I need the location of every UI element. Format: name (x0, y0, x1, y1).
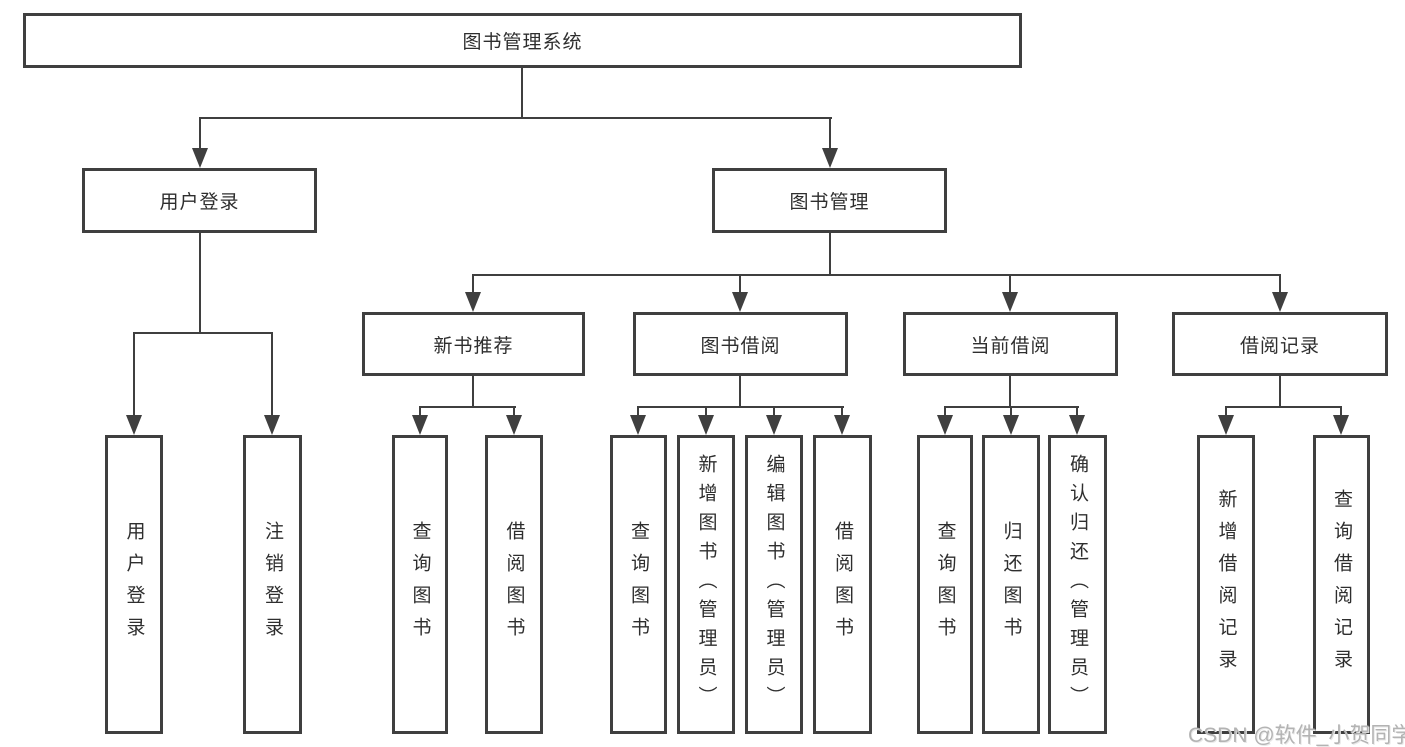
connector-arrow-stem (944, 406, 946, 416)
leaf-borrow-edit: 编辑图书（管理员） (745, 435, 803, 734)
arrow-down-icon (1218, 415, 1234, 435)
arrow-down-icon (1003, 415, 1019, 435)
node-new-books-label: 新书推荐 (433, 335, 514, 357)
arrow-down-icon (630, 415, 646, 435)
leaf-current-confirm-label: 确认归还（管理员） (1067, 454, 1088, 715)
node-root-label: 图书管理系统 (462, 32, 583, 53)
node-book-mgmt: 图书管理 (712, 168, 947, 233)
connector-borrow-records-drop (1279, 376, 1281, 408)
node-borrow-records: 借阅记录 (1172, 312, 1388, 376)
node-new-books: 新书推荐 (362, 312, 585, 376)
leaf-newbooks-query-label: 查询图书 (409, 520, 431, 649)
leaf-user-login-label: 用户登录 (123, 520, 145, 649)
node-current-borrow-label: 当前借阅 (970, 335, 1051, 357)
connector-current-borrow-drop (1009, 376, 1011, 408)
arrow-down-icon (732, 292, 748, 312)
leaf-borrow-edit-label: 编辑图书（管理员） (763, 454, 785, 715)
node-user-login-label: 用户登录 (159, 192, 240, 213)
arrow-down-icon (412, 415, 428, 435)
leaf-borrow-query-label: 查询图书 (628, 520, 649, 649)
leaf-newbooks-borrow: 借阅图书 (485, 435, 543, 734)
connector-arrow-stem (1340, 406, 1342, 416)
connector-root-drop (521, 67, 523, 118)
connector-arrow-current-borrow-stem (1009, 274, 1011, 294)
node-book-mgmt-label: 图书管理 (789, 192, 870, 213)
arrow-down-icon (698, 415, 714, 435)
connector-user-fan (133, 332, 273, 334)
arrow-down-icon (1069, 415, 1085, 435)
node-book-borrow-label: 图书借阅 (700, 335, 781, 357)
leaf-borrow-add-label: 新增图书（管理员） (695, 454, 717, 715)
leaf-logout: 注销登录 (243, 435, 302, 734)
connector-arrow-stem (1225, 406, 1227, 416)
connector-arrow-new-books-stem (472, 274, 474, 294)
arrow-down-icon (264, 415, 280, 435)
leaf-current-return-label: 归还图书 (1000, 520, 1022, 649)
leaf-logout-label: 注销登录 (262, 520, 283, 649)
connector-new-books-fan (419, 406, 516, 408)
leaf-borrow-borrow: 借阅图书 (813, 435, 872, 734)
arrow-down-icon (506, 415, 522, 435)
arrow-down-icon (1002, 292, 1018, 312)
arrow-down-icon (834, 415, 850, 435)
connector-book-borrow-fan (637, 406, 844, 408)
connector-arrow-leaf-logout-stem (271, 332, 273, 416)
connector-arrow-stem (773, 406, 775, 416)
connector-root-fan (199, 117, 832, 119)
arrow-down-icon (465, 292, 481, 312)
leaf-current-query: 查询图书 (917, 435, 973, 734)
leaf-records-add-label: 新增借阅记录 (1215, 488, 1237, 681)
leaf-current-confirm: 确认归还（管理员） (1048, 435, 1107, 734)
arrow-down-icon (126, 415, 142, 435)
connector-arrow-stem (1076, 406, 1078, 416)
connector-book-borrow-drop (739, 376, 741, 408)
arrow-down-icon (937, 415, 953, 435)
connector-arrow-stem (841, 406, 843, 416)
node-root: 图书管理系统 (23, 13, 1022, 68)
arrow-down-icon (1333, 415, 1349, 435)
leaf-newbooks-query: 查询图书 (392, 435, 448, 734)
connector-new-books-drop (472, 376, 474, 408)
node-borrow-records-label: 借阅记录 (1239, 335, 1320, 357)
leaf-current-query-label: 查询图书 (934, 520, 956, 649)
leaf-borrow-add: 新增图书（管理员） (677, 435, 735, 734)
leaf-borrow-query: 查询图书 (610, 435, 667, 734)
watermark: CSDN @软件_小贺同学 (1188, 724, 1405, 747)
connector-arrow-stem (419, 406, 421, 416)
connector-borrow-records-fan (1225, 406, 1342, 408)
node-book-borrow: 图书借阅 (633, 312, 848, 376)
connector-arrow-stem (637, 406, 639, 416)
connector-arrow-borrow-records-stem (1279, 274, 1281, 294)
leaf-borrow-borrow-label: 借阅图书 (832, 520, 853, 649)
leaf-records-query: 查询借阅记录 (1313, 435, 1370, 734)
node-current-borrow: 当前借阅 (903, 312, 1118, 376)
connector-arrow-stem (705, 406, 707, 416)
arrow-down-icon (822, 148, 838, 168)
connector-mgmt-fan (472, 274, 1281, 276)
leaf-records-add: 新增借阅记录 (1197, 435, 1255, 734)
connector-arrow-book-mgmt-stem (829, 117, 831, 150)
arrow-down-icon (1272, 292, 1288, 312)
arrow-down-icon (192, 148, 208, 168)
connector-arrow-stem (513, 406, 515, 416)
connector-mgmt-drop (829, 233, 831, 276)
leaf-newbooks-borrow-label: 借阅图书 (503, 520, 525, 649)
connector-arrow-leaf-login-stem (133, 332, 135, 416)
arrow-down-icon (766, 415, 782, 435)
connector-arrow-user-login-stem (199, 117, 201, 150)
connector-user-drop (199, 233, 201, 334)
leaf-records-query-label: 查询借阅记录 (1331, 488, 1352, 681)
node-user-login: 用户登录 (82, 168, 317, 233)
connector-arrow-stem (1010, 406, 1012, 416)
leaf-current-return: 归还图书 (982, 435, 1040, 734)
leaf-user-login: 用户登录 (105, 435, 163, 734)
connector-arrow-book-borrow-stem (739, 274, 741, 294)
